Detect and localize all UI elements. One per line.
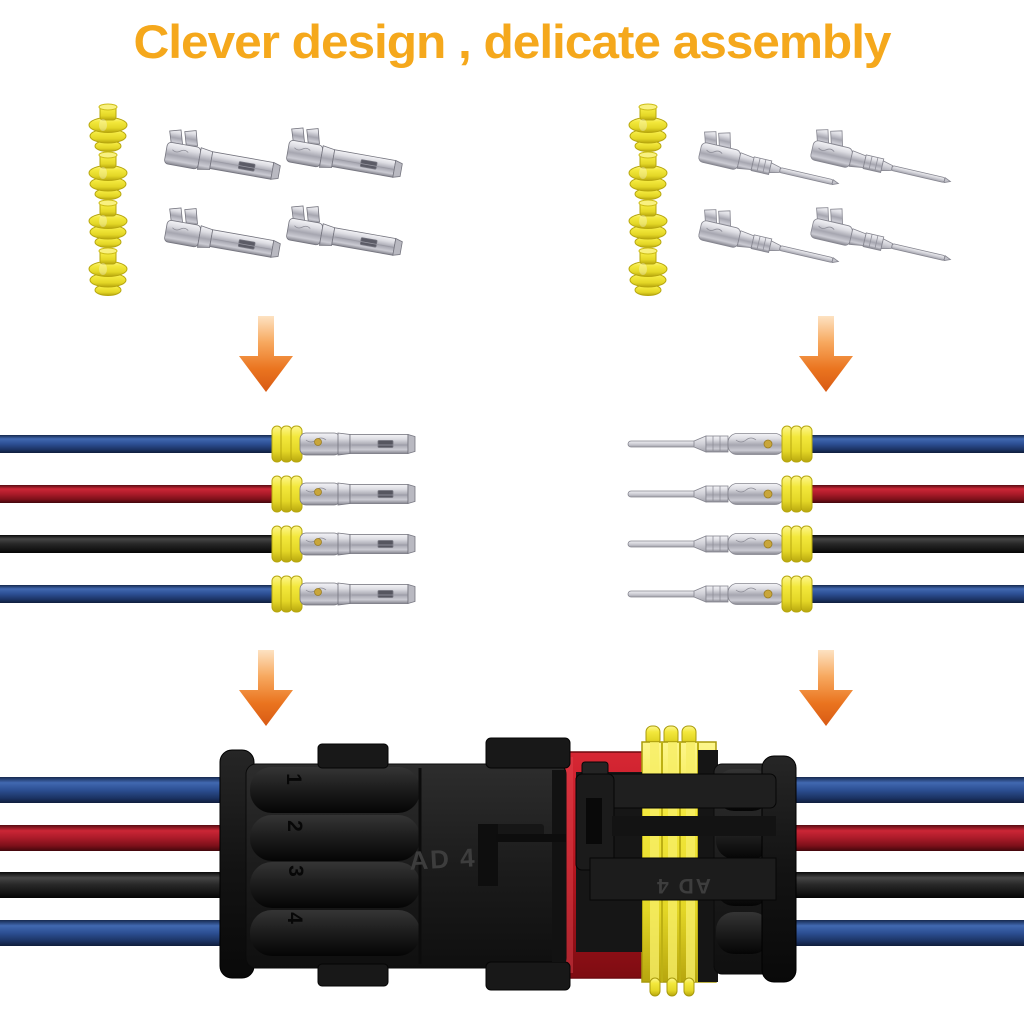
female-housing: 1 2 3 4 AD 4 — [219, 737, 571, 991]
crimped-wires-left-group — [0, 426, 415, 612]
housing-marking-mirrored: AD 4 — [655, 874, 711, 897]
wire-blue-female — [0, 426, 415, 462]
cavity-number-2: 2 — [283, 820, 306, 832]
connector-wires-left — [0, 777, 244, 946]
wire-red-female — [0, 476, 415, 512]
crimped-wires-right-group — [628, 426, 1024, 612]
wire-black-female — [0, 526, 415, 562]
cavity-number-4: 4 — [283, 912, 306, 924]
wire-blue-male — [628, 426, 1024, 462]
wire-blue-female — [0, 576, 415, 612]
wire-red-male — [628, 476, 1024, 512]
cavity-number-1: 1 — [282, 773, 305, 785]
page-title: Clever design , delicate assembly — [134, 15, 892, 68]
wire-black-male — [628, 526, 1024, 562]
cavity-number-3: 3 — [284, 865, 307, 877]
connector-wires-right — [780, 777, 1024, 946]
wire-blue-male — [628, 576, 1024, 612]
housing-marking: AD 4 — [409, 842, 478, 875]
latch-arm: AD 4 — [575, 761, 777, 952]
assembled-connector: 1 2 3 4 AD 4 AD 4 — [0, 725, 1024, 997]
